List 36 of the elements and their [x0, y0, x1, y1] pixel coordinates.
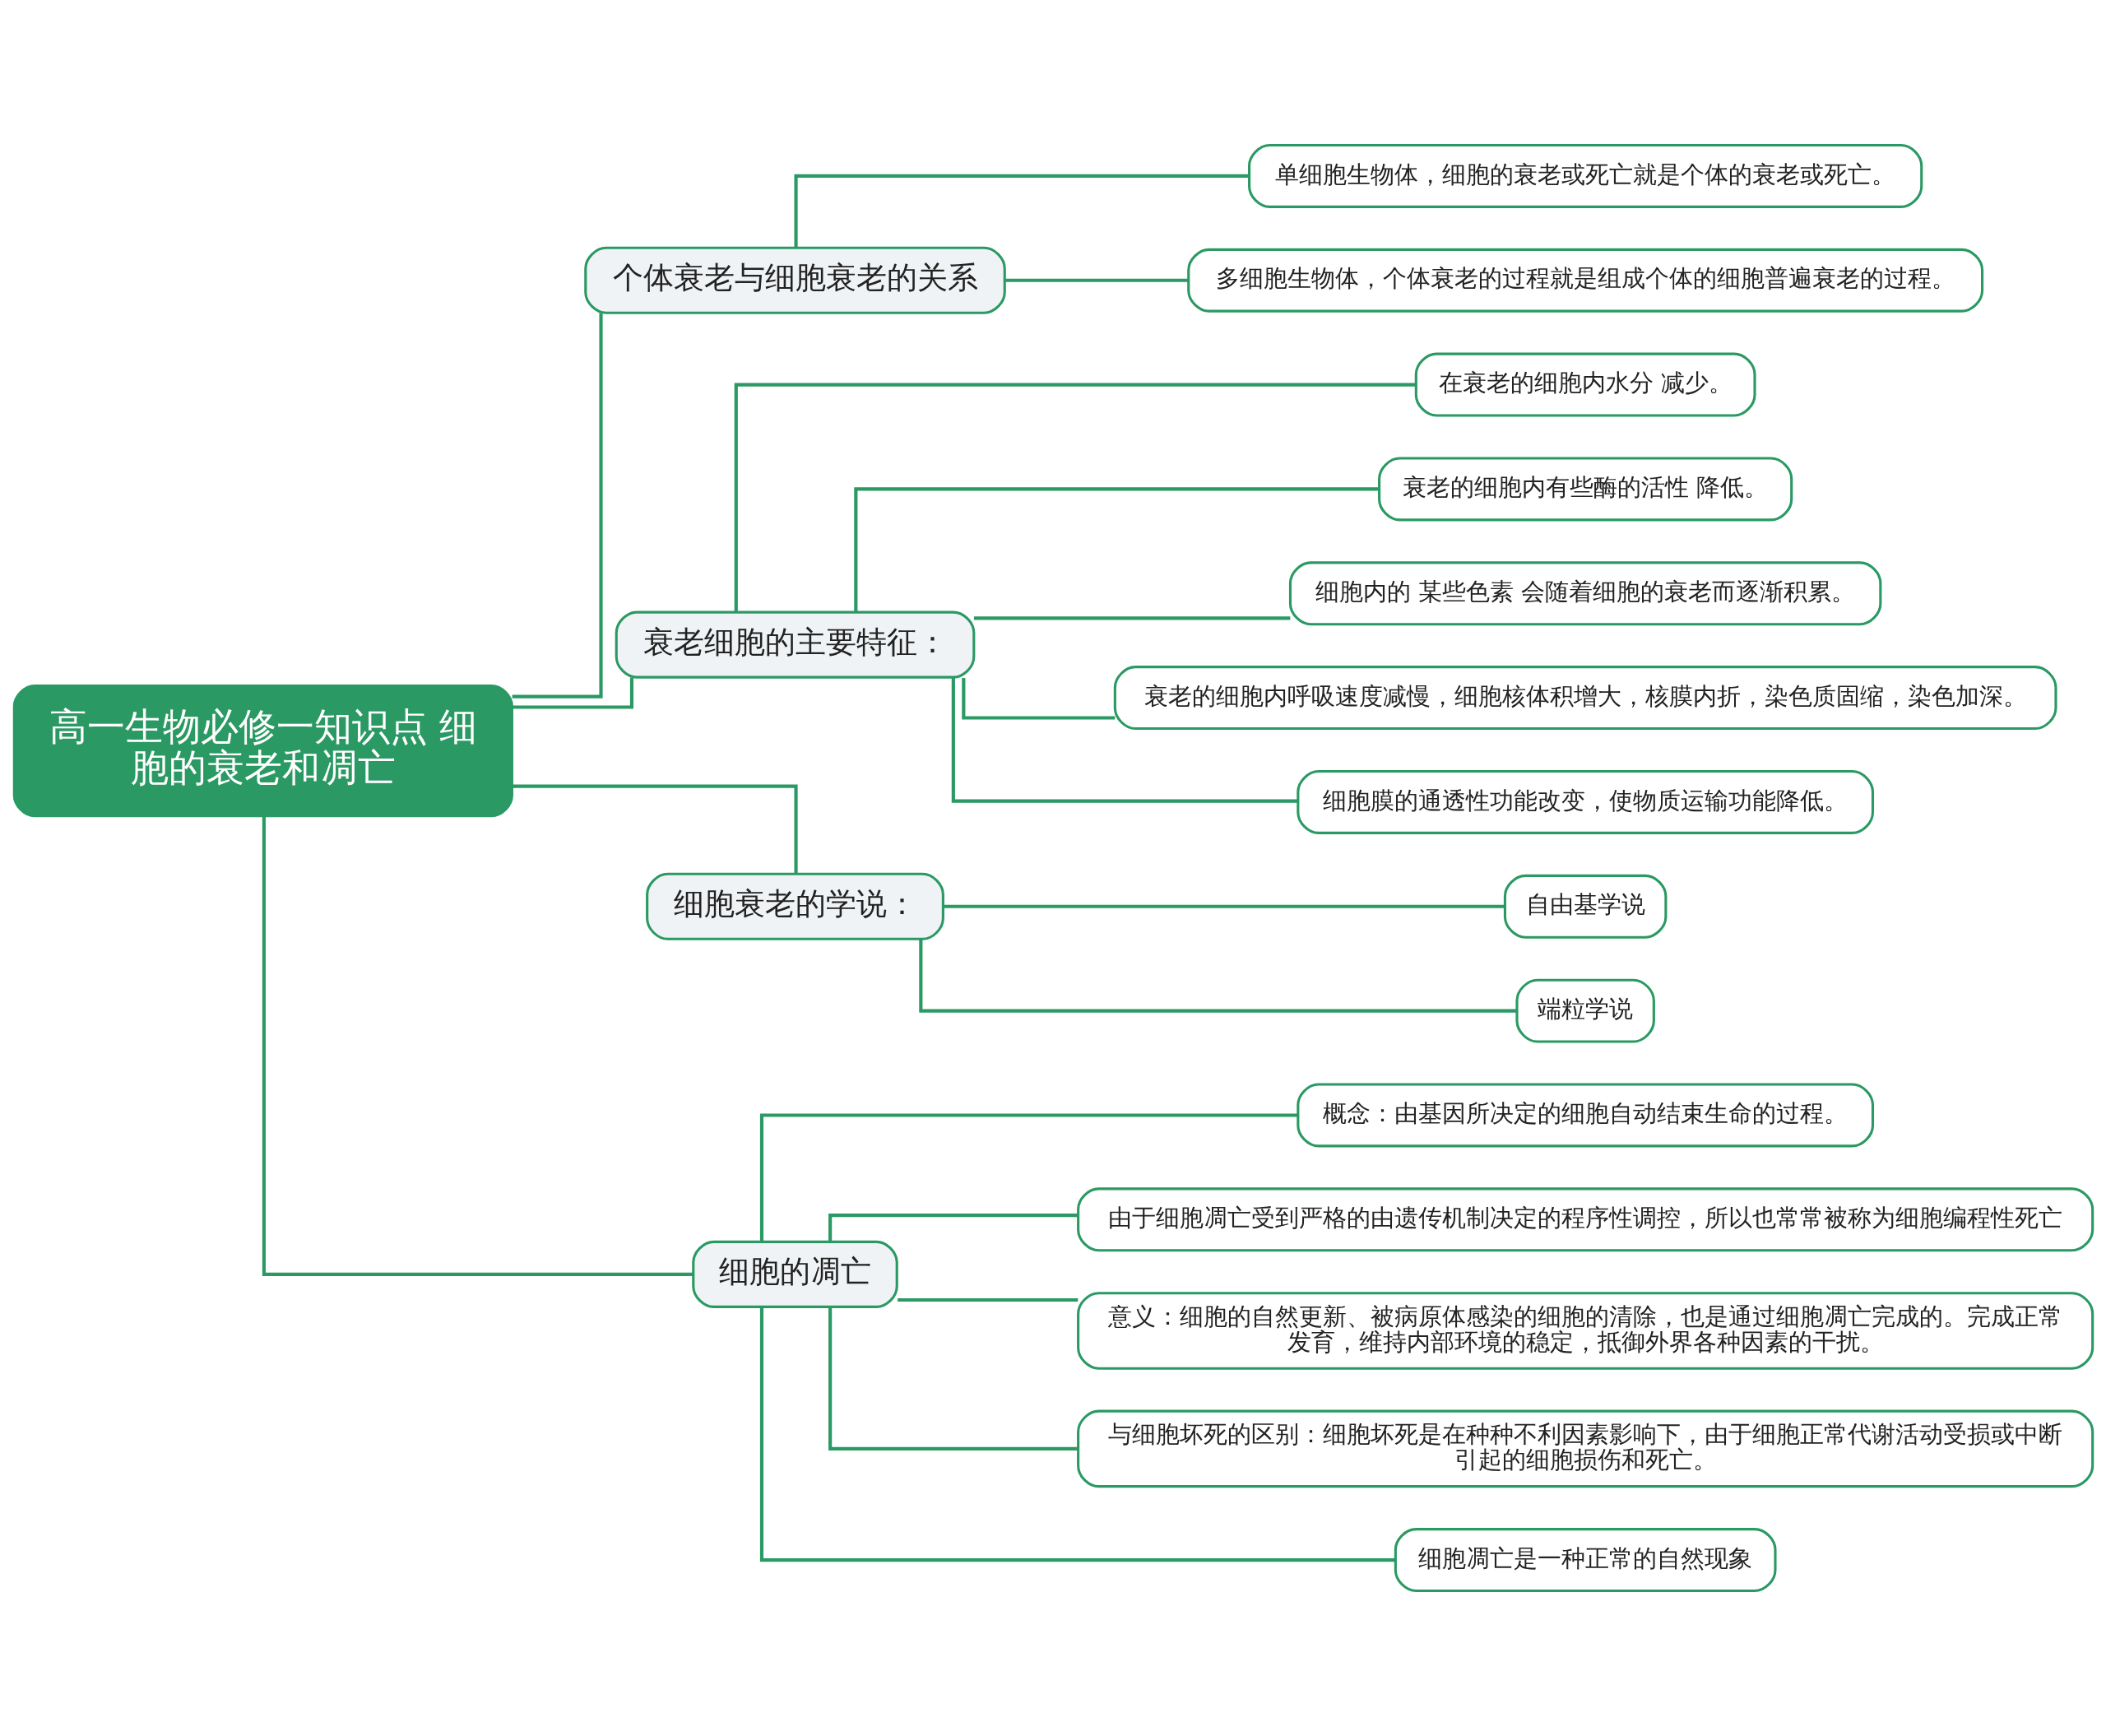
connector [734, 383, 1416, 612]
connector [759, 1307, 1395, 1562]
connector [897, 1297, 1078, 1302]
connector [918, 939, 1517, 1013]
connector [943, 904, 1505, 908]
node-box: 个体衰老与细胞衰老的关系 [583, 246, 1006, 314]
node-box: 自由基学说 [1503, 874, 1667, 939]
node-box: 意义：细胞的自然更新、被病原体感染的细胞的清除，也是通过细胞凋亡完成的。完成正常发育，维持内部环境的稳定，抵御外界各种因素的干扰。 [1076, 1292, 2094, 1370]
node-box: 端粒学说 [1515, 978, 1655, 1043]
connector [853, 487, 1380, 612]
node-box: 细胞膜的通透性功能改变，使物质运输功能降低。 [1296, 769, 1874, 834]
node-box: 与细胞坏死的区别：细胞坏死是在种种不利因素影响下，由于细胞正常代谢活动受损或中断引起的细胞损伤和死亡。 [1076, 1409, 2094, 1488]
connector [511, 677, 633, 709]
connector [262, 815, 693, 1276]
node-box: 衰老的细胞内呼吸速度减慢，细胞核体积增大，核膜内折，染色质固缩，染色加深。 [1113, 666, 2057, 731]
connector [793, 174, 1249, 248]
node-box: 衰老的细胞内有些酶的活性 降低。 [1377, 457, 1793, 522]
connector [961, 677, 1115, 720]
connector [951, 677, 1297, 803]
node-box: 在衰老的细胞内水分 减少。 [1414, 352, 1756, 417]
node-box: 细胞内的 某些色素 会随着细胞的衰老而逐渐积累。 [1288, 561, 1881, 626]
connector [1004, 278, 1188, 282]
node-box: 细胞凋亡是一种正常的自然现象 [1394, 1528, 1777, 1593]
node-box: 多细胞生物体，个体衰老的过程就是组成个体的细胞普遍衰老的过程。 [1186, 248, 1983, 313]
connector [512, 784, 798, 874]
connector [759, 1113, 1298, 1242]
connector [512, 313, 603, 699]
node-box: 高一生物必修一知识点 细胞的衰老和凋亡 [12, 685, 513, 818]
node-box: 衰老细胞的主要特征： [615, 610, 975, 679]
connector [828, 1307, 1078, 1451]
connector [973, 616, 1290, 620]
node-box: 由于细胞凋亡受到严格的由遗传机制决定的程序性调控，所以也常常被称为细胞编程性死亡 [1076, 1187, 2094, 1252]
node-box: 细胞的凋亡 [691, 1240, 898, 1308]
node-box: 细胞衰老的学说： [645, 872, 944, 940]
node-box: 单细胞生物体，细胞的衰老或死亡就是个体的衰老或死亡。 [1247, 143, 1923, 208]
node-box: 概念：由基因所决定的细胞自动结束生命的过程。 [1296, 1083, 1874, 1148]
